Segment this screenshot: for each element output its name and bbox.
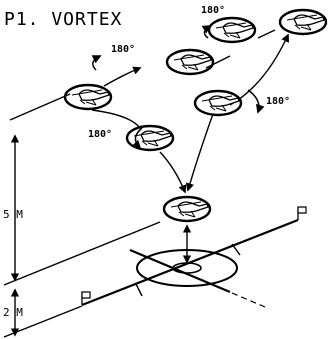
helicopter-icon (125, 124, 175, 152)
flag-icon (297, 206, 307, 221)
height-label-lower: 2 M (3, 306, 23, 319)
helicopter-icon (207, 16, 257, 44)
helicopter-icon (162, 195, 212, 223)
diagram-title: P1. VORTEX (4, 9, 122, 30)
dimension-lines (3, 93, 161, 338)
height-label-upper: 5 M (3, 208, 23, 221)
turn-label: 180° (201, 5, 225, 16)
helicopter-icon (193, 89, 243, 117)
helicopter-icon (165, 48, 215, 76)
curved-arrow-icon (247, 89, 265, 114)
helicopter-icon (63, 83, 113, 111)
curved-arrow-icon (131, 127, 143, 150)
turn-label: 180° (88, 129, 112, 140)
ground-lines (81, 218, 299, 308)
turn-label: 180° (111, 44, 135, 55)
curved-arrow-icon (91, 55, 102, 71)
curved-arrow-icon (201, 25, 212, 39)
helicopter-icon (278, 8, 328, 36)
turn-label: 180° (266, 96, 290, 107)
